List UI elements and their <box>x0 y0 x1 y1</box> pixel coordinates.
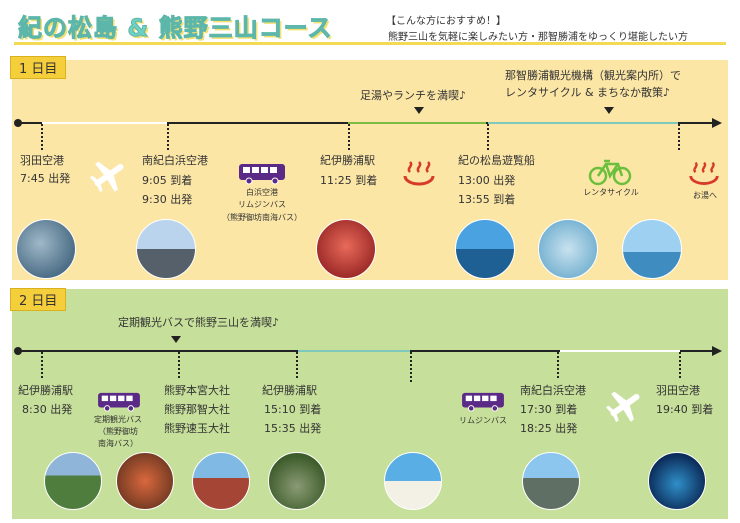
photo-footbath <box>538 219 598 279</box>
photo-nanki-airport <box>136 219 196 279</box>
photo-shrine <box>192 452 250 510</box>
bus-icon <box>98 392 140 412</box>
day1-bus-l3: （熊野御坊南海バス） <box>222 213 302 222</box>
down-arrow-icon <box>414 107 424 114</box>
day1-cruise-time1: 13:00 出発 <box>458 174 516 187</box>
day1-note-tourist-2: レンタサイクル & まちなか散策♪ <box>505 86 671 99</box>
photo-forest-path <box>268 452 326 510</box>
bicycle-icon <box>588 159 632 186</box>
down-arrow-icon <box>171 336 181 343</box>
day2-shrine-3: 熊野速玉大社 <box>164 422 230 435</box>
day1-note-footbath: 足湯やランチを満喫♪ <box>360 89 467 102</box>
day2-nanki-name: 南紀白浜空港 <box>520 384 586 397</box>
day1-segment-walk <box>348 122 486 124</box>
day2-nanki-time1: 17:30 到着 <box>520 403 578 416</box>
photo-haneda-airport <box>16 219 76 279</box>
day1-cruise-time2: 13:55 到着 <box>458 193 516 206</box>
day2-kii-name: 紀伊勝浦駅 <box>18 384 73 397</box>
photo-beach <box>384 452 442 510</box>
tick <box>679 352 681 378</box>
day2-haneda-name: 羽田空港 <box>656 384 700 397</box>
day2-shrine-1: 熊野本宮大社 <box>164 384 230 397</box>
photo-aquarium <box>648 452 706 510</box>
day1-segment-flight <box>42 122 167 124</box>
day1-bus-l1: 白浜空港 <box>246 188 278 197</box>
bus-icon <box>462 392 504 412</box>
day2-note-tour: 定期観光バスで熊野三山を満喫♪ <box>118 316 280 329</box>
day2-return-time2: 15:35 出発 <box>264 422 322 435</box>
day1-nanki-time2: 9:30 出発 <box>142 193 193 206</box>
recommend-text: 熊野三山を気軽に楽しみたい方・那智勝浦をゆっくり堪能したい方 <box>388 32 688 43</box>
day2-return-name: 紀伊勝浦駅 <box>262 384 317 397</box>
tick <box>178 352 180 378</box>
bus-icon <box>239 164 285 185</box>
day1-kii-time: 11:25 到着 <box>320 174 378 187</box>
day2-kii-time: 8:30 出発 <box>22 403 73 416</box>
title-underline <box>14 42 726 45</box>
airplane-icon <box>89 161 124 193</box>
photo-cruise-islands <box>455 219 515 279</box>
day1-arrowhead <box>712 118 722 128</box>
tick <box>41 352 43 378</box>
tick <box>410 352 412 382</box>
day2-limousine-label: リムジンバス <box>459 416 507 425</box>
day2-haneda-time: 19:40 到着 <box>656 403 714 416</box>
day2-bus-l2: （熊野御坊 <box>98 427 138 436</box>
tick <box>167 124 169 150</box>
tick <box>557 352 559 378</box>
day1-onsen-label: お湯へ <box>693 191 717 200</box>
photo-tuna-lunch <box>316 219 376 279</box>
day2-arrowhead <box>712 346 722 356</box>
day1-nanki-name: 南紀白浜空港 <box>142 154 208 167</box>
day1-bus-l2: リムジンバス <box>238 200 286 209</box>
day1-note-tourist-1: 那智勝浦観光機構（観光案内所）で <box>505 69 681 82</box>
day2-nanki-time2: 18:25 出発 <box>520 422 578 435</box>
down-arrow-icon <box>604 107 614 114</box>
onsen-icon <box>689 161 719 185</box>
day1-segment-cycle <box>488 122 678 124</box>
tick <box>296 352 298 378</box>
tick <box>348 124 350 150</box>
recommend-heading: 【こんな方におすすめ！】 <box>386 16 506 27</box>
day1-cruise-name: 紀の松島遊覧船 <box>458 154 535 167</box>
day1-haneda-time: 7:45 出発 <box>20 172 71 185</box>
day2-shrine-2: 熊野那智大社 <box>164 403 230 416</box>
airplane-icon <box>605 391 640 423</box>
tick <box>678 124 680 150</box>
day1-start-dot <box>14 119 22 127</box>
onsen-icon <box>403 161 435 186</box>
photo-torii-gate <box>44 452 102 510</box>
day2-return-time1: 15:10 到着 <box>264 403 322 416</box>
tick <box>41 124 43 150</box>
day2-segment-teal <box>298 350 410 352</box>
day1-haneda-name: 羽田空港 <box>20 154 64 167</box>
day2-label: 2 日目 <box>10 288 67 311</box>
photo-nanki-airport-2 <box>522 452 580 510</box>
day2-bus-l3: 南海バス） <box>98 439 138 448</box>
photo-pagoda <box>116 452 174 510</box>
photo-sea-view <box>622 219 682 279</box>
day2-start-dot <box>14 347 22 355</box>
day1-label: 1 日目 <box>10 56 67 79</box>
page-title: 紀の松島 & 熊野三山コース <box>17 14 333 43</box>
day1-cycle-label: レンタサイクル <box>583 188 639 197</box>
day2-segment-flight <box>560 350 680 352</box>
tick <box>487 124 489 150</box>
day2-bus-l1: 定期観光バス <box>94 415 142 424</box>
day1-nanki-time1: 9:05 到着 <box>142 174 193 187</box>
day1-kii-name: 紀伊勝浦駅 <box>320 154 375 167</box>
